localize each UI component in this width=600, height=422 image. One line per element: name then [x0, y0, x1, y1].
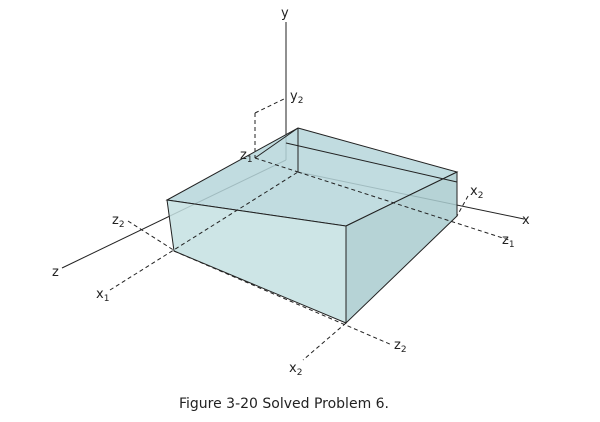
z1-dash — [297, 171, 510, 241]
y2-dash-horizontal — [254, 97, 287, 114]
z-axis-label: z — [52, 265, 59, 280]
box-coordinate-diagram: y x z y2 z1 x2 z1 z2 x1 z2 x2 — [52, 6, 530, 378]
z1-top-label: z1 — [240, 148, 253, 165]
box-inner-edge — [254, 127, 299, 159]
x1-label: x1 — [96, 287, 109, 304]
x2-right-dash — [456, 195, 469, 217]
z2-left-label: z2 — [112, 213, 125, 230]
box-solid — [165, 127, 459, 325]
z2-left-dash — [127, 220, 176, 252]
bottom-dash-left — [173, 250, 393, 346]
z1-right-label: z1 — [502, 233, 515, 250]
z2-bottom-label: z2 — [394, 338, 407, 355]
dashed-construction-lines — [109, 97, 510, 361]
y-axis-label: y — [281, 6, 289, 21]
x-axis-label: x — [522, 213, 530, 228]
figure-caption: Figure 3-20 Solved Problem 6. — [178, 396, 390, 412]
x1-dash — [109, 171, 299, 291]
y2-label: y2 — [290, 89, 303, 106]
inner-dash — [254, 157, 299, 173]
x2-right-label: x2 — [470, 184, 483, 201]
box-inner-edge — [285, 142, 458, 183]
x2-bottom-label: x2 — [289, 361, 302, 378]
bottom-dash-right — [302, 322, 347, 361]
